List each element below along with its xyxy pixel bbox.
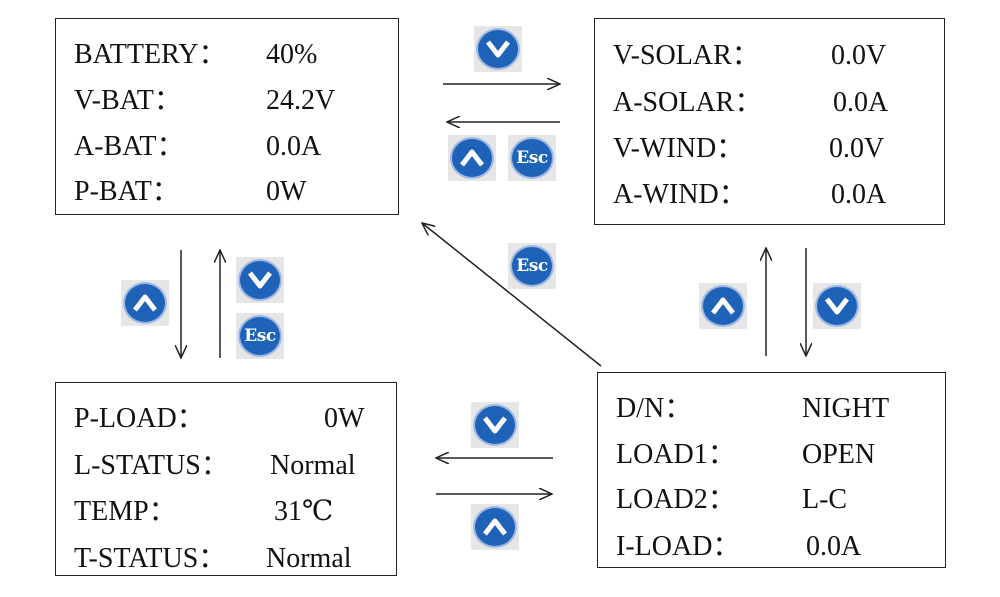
row-value: 40% [266,39,318,70]
chevron-down-icon [248,271,272,289]
battery-panel: BATTERY： 40% V-BAT： 24.2V A-BAT： 0.0A P-… [55,18,399,215]
chevron-up-icon [711,297,735,315]
row-label: A-BAT： [74,131,185,162]
row-label: BATTERY： [74,39,227,70]
chevron-down-icon [483,416,507,434]
row-value: 24.2V [266,85,336,116]
day-night-panel: D/N： NIGHT LOAD1： OPEN LOAD2： L-C I-LOAD… [597,372,946,568]
chevron-up-icon [483,518,507,536]
row-value: NIGHT [802,393,890,424]
down-button[interactable] [474,26,522,72]
row-label: P-LOAD： [74,403,205,434]
row-label: L-STATUS： [74,450,229,481]
esc-label: Esc [516,148,548,168]
esc-button[interactable]: Esc [508,135,556,181]
load-panel: P-LOAD： 0W L-STATUS： Normal TEMP： 31℃ T-… [55,382,397,576]
esc-button[interactable]: Esc [236,313,284,359]
row-label: A-WIND： [613,179,747,210]
row-value: Normal [270,450,356,481]
row-label: T-STATUS： [74,543,227,574]
chevron-up-icon [460,149,484,167]
esc-button[interactable]: Esc [508,243,556,289]
row-label: V-WIND： [613,133,745,164]
chevron-down-icon [486,40,510,58]
row-label: V-BAT： [74,85,182,116]
up-button[interactable] [448,135,496,181]
row-label: P-BAT： [74,176,180,207]
row-label: LOAD2： [616,484,736,515]
row-value: L-C [802,484,848,515]
esc-label: Esc [516,256,548,276]
up-button[interactable] [471,504,519,550]
row-value: OPEN [802,439,876,470]
up-button[interactable] [699,283,747,329]
down-button[interactable] [813,283,861,329]
row-label: TEMP： [74,496,177,527]
chevron-down-icon [825,297,849,315]
row-value: Normal [266,543,352,574]
row-label: A-SOLAR： [613,87,763,118]
row-value: 31℃ [274,496,334,527]
row-label: LOAD1： [616,439,736,470]
row-value: 0.0V [831,40,887,71]
row-value: 0.0A [806,531,862,562]
row-value: 0.0A [833,87,889,118]
down-button[interactable] [471,402,519,448]
down-button[interactable] [236,257,284,303]
row-label: D/N： [616,393,693,424]
row-value: 0W [324,403,365,434]
row-value: 0.0A [831,179,887,210]
arrow-daynight-to-battery [422,223,602,367]
row-label: V-SOLAR： [613,40,760,71]
row-value: 0W [266,176,307,207]
esc-label: Esc [244,326,276,346]
solar-wind-panel: V-SOLAR： 0.0V A-SOLAR： 0.0A V-WIND： 0.0V… [594,18,945,225]
row-value: 0.0A [266,131,322,162]
row-value: 0.0V [829,133,885,164]
chevron-up-icon [133,294,157,312]
row-label: I-LOAD： [616,531,741,562]
up-button[interactable] [121,280,169,326]
